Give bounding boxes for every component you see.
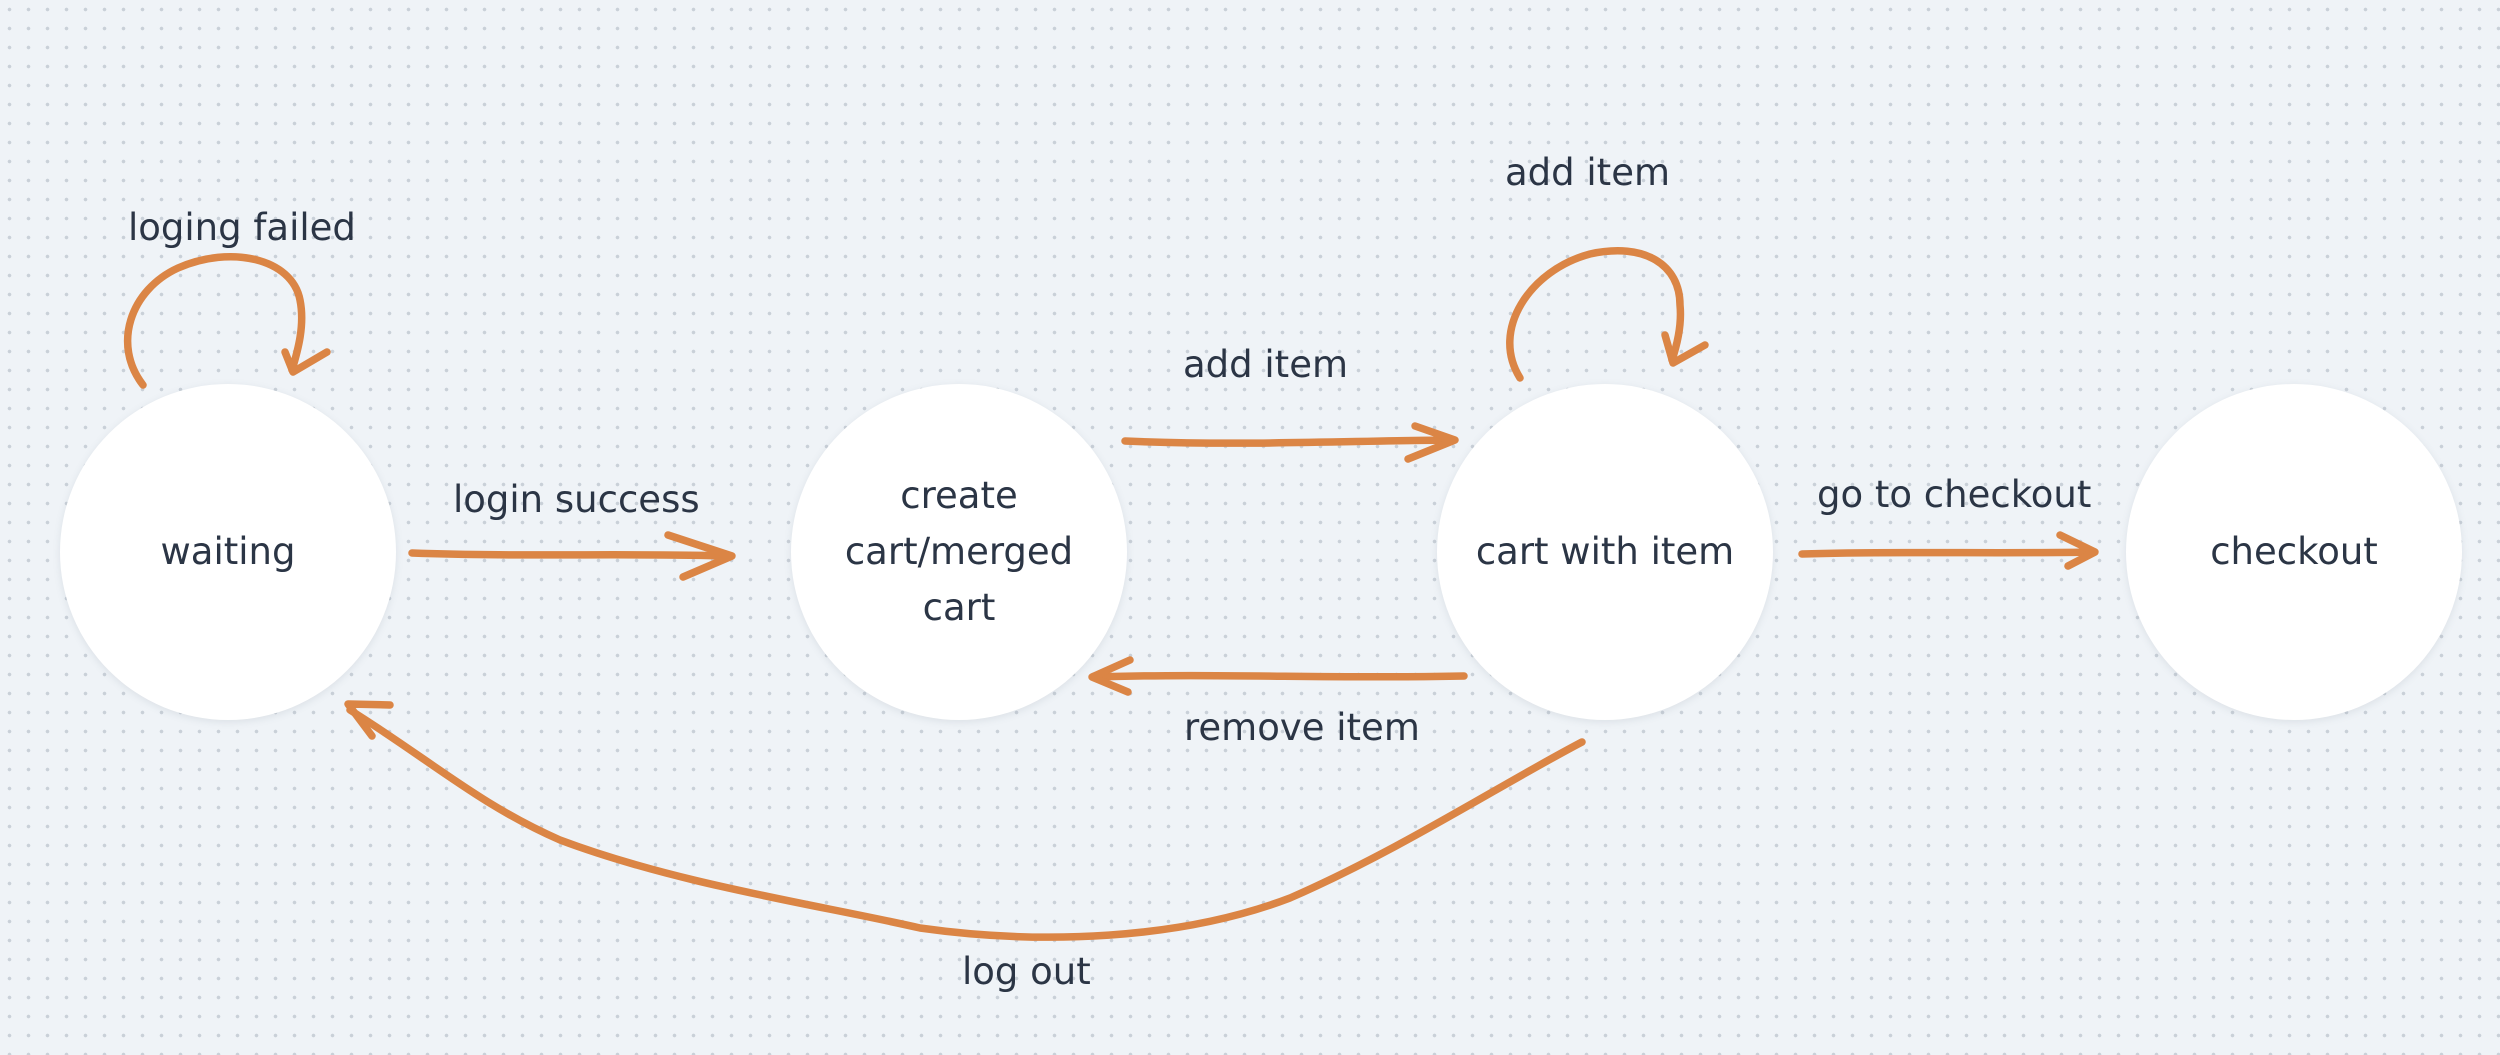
state-create-cart: create cart/merged cart — [791, 384, 1127, 720]
label-log-out: log out — [962, 950, 1091, 993]
state-cart-with-item: cart with item — [1437, 384, 1773, 720]
state-checkout: checkout — [2126, 384, 2462, 720]
arrow-add-item — [1121, 422, 1459, 463]
label-go-to-checkout: go to checkout — [1817, 473, 2092, 516]
label-remove-item: remove item — [1184, 706, 1420, 749]
label-loging-failed: loging failed — [128, 206, 356, 249]
arrow-go-to-checkout — [1798, 531, 2099, 570]
arrow-log-out — [344, 700, 1586, 941]
state-cart-with-item-label: cart with item — [1475, 530, 1735, 573]
state-checkout-label: checkout — [2210, 530, 2378, 573]
state-create-cart-label: create cart/merged cart — [844, 474, 1074, 629]
label-login-success: login success — [453, 478, 700, 521]
label-add-item: add item — [1183, 343, 1349, 386]
state-waiting: waiting — [60, 384, 396, 720]
arrow-add-item-self — [1506, 247, 1709, 382]
arrow-remove-item — [1088, 656, 1468, 696]
state-waiting-label: waiting — [160, 530, 296, 573]
arrow-login-success — [408, 531, 736, 581]
arrow-loging-failed — [123, 253, 331, 389]
label-add-item-self: add item — [1505, 151, 1671, 194]
